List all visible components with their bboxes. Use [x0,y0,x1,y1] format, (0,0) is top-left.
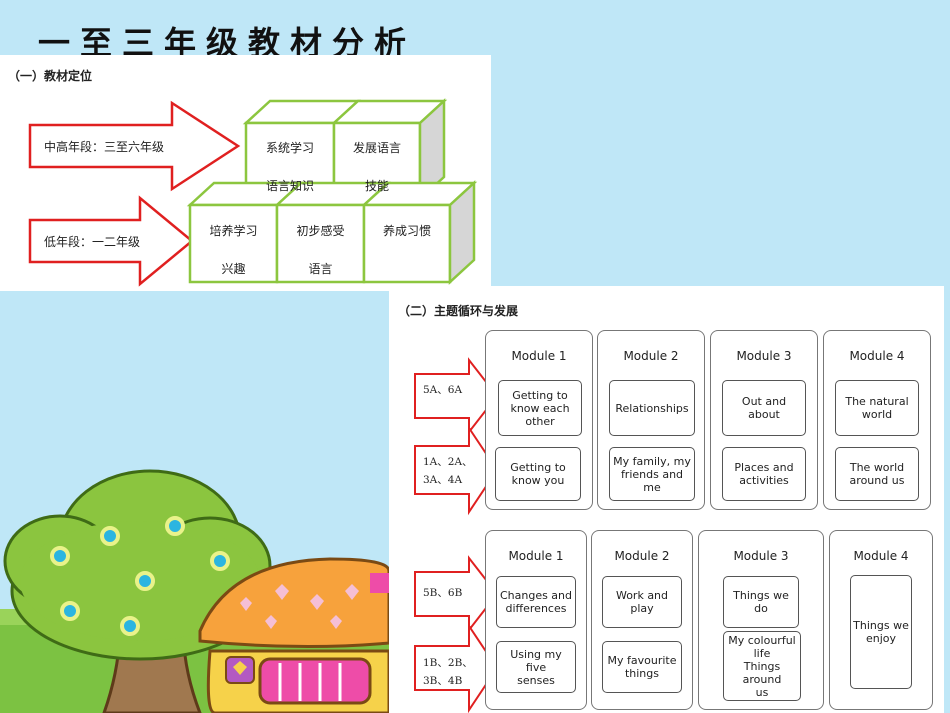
section-title: （一）教材定位 [8,69,93,83]
topic-box: Work and play [602,576,682,628]
topic-box: Things we enjoy [850,575,912,689]
section-title: （二）主题循环与发展 [398,304,519,318]
cube-label: 兴趣 [221,262,246,276]
grade-label: 5A、6A [423,384,463,396]
module-name: Module 3 [733,549,789,563]
mushroom-house-icon [198,557,389,713]
grade-arrow [414,622,499,713]
topic-box: My family, my friends and me [609,447,695,501]
module-column: Module 3 Things we do My colourful life … [698,530,824,710]
module-column: Module 2 Relationships My family, my fri… [597,330,705,510]
topic-box: The natural world [835,380,919,436]
module-name: Module 1 [511,349,567,363]
topic-box: Things we do [723,576,799,628]
topic-box: Using my five senses [496,641,576,693]
textbook-positioning-panel: （一）教材定位 中高年段：三至六年级 低年段：一二年级 系统学习 语言知识 发展… [0,55,491,291]
lower-arrow [28,195,194,287]
module-name: Module 4 [853,549,909,563]
grade-arrow [414,424,499,516]
grade-label: 5B、6B [423,587,463,599]
module-column: Module 4 The natural world The world aro… [823,330,931,510]
cube-label: 发展语言 [352,141,401,155]
cube-label: 系统学习 [265,141,314,155]
topic-box: My colourful life Things around us [723,631,801,701]
module-name: Module 4 [849,349,905,363]
topic-box: Getting to know you [495,447,581,501]
lower-arrow-label: 低年段：一二年级 [44,235,141,249]
grade-arrow [414,555,499,633]
module-name: Module 1 [508,549,564,563]
cartoon-scene [0,291,389,713]
theme-cycle-panel: （二）主题循环与发展 5A、6A 1A、2A、 3A、4A 5B、6B 1B、2… [389,286,944,713]
topic-box: My favourite things [602,641,682,693]
module-column: Module 1 Getting to know each other Gett… [485,330,593,510]
bottom-cubes [186,180,478,285]
module-column: Module 2 Work and play My favourite thin… [591,530,693,710]
positioning-diagram [28,98,478,287]
cube-label: 语言知识 [265,179,314,193]
module-name: Module 2 [614,549,670,563]
module-name: Module 3 [736,349,792,363]
topic-box: Relationships [609,380,695,436]
cube-label: 养成习惯 [382,224,431,238]
cube-label: 培养学习 [209,224,258,238]
module-column: Module 3 Out and about Places and activi… [710,330,818,510]
topic-box: Out and about [722,380,806,436]
cube-label: 初步感受 [296,224,345,238]
grade-label: 1B、2B、 3B、4B [423,657,473,687]
upper-arrow-label: 中高年段：三至六年级 [44,140,165,154]
arrows-layer [414,357,499,713]
topic-box: Places and activities [722,447,806,501]
cube-label: 语言 [308,262,333,276]
module-column: Module 1 Changes and differences Using m… [485,530,587,710]
cube-label: 技能 [364,179,389,193]
topic-box: Changes and differences [496,576,576,628]
topic-box: Getting to know each other [498,380,582,436]
grade-label: 1A、2A、 3A、4A [423,456,473,486]
upper-arrow [28,100,241,192]
module-name: Module 2 [623,349,679,363]
topic-box: The world around us [835,447,919,501]
module-column: Module 4 Things we enjoy [829,530,933,710]
grade-arrow [414,357,499,435]
